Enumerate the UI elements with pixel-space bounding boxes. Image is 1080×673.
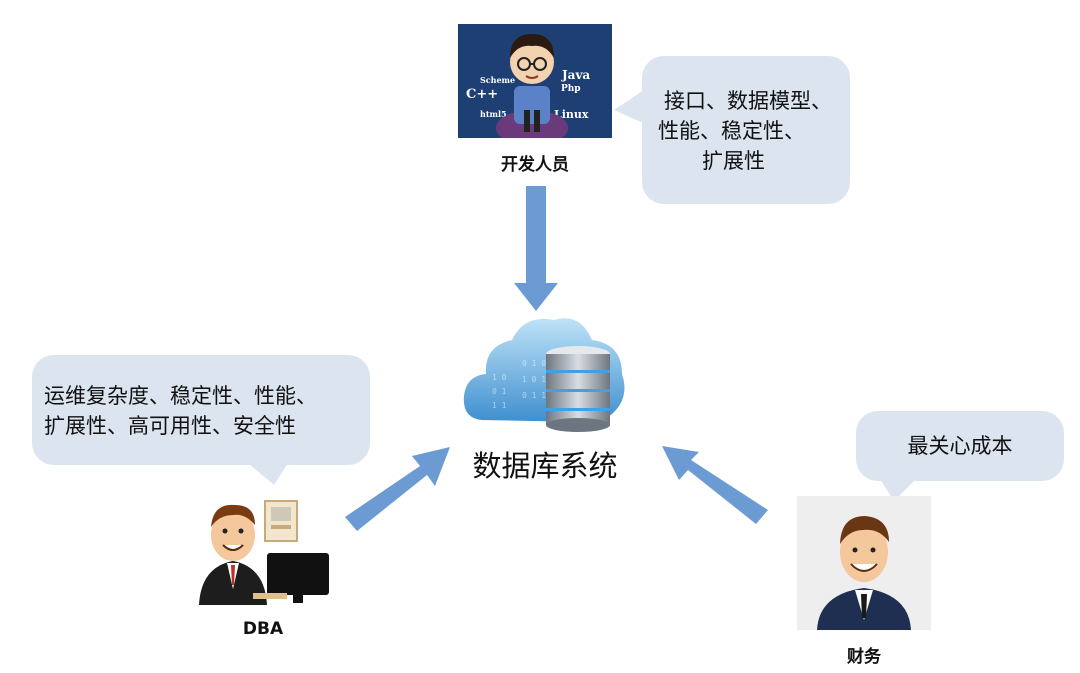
finance-photo (797, 496, 931, 630)
photo-word-scheme: Scheme (480, 75, 516, 85)
developer-caption: 开发人员 (501, 155, 569, 175)
developer-concern-line-2: 性能、稳定性、 (658, 119, 805, 143)
developer-cartoon (496, 34, 568, 138)
svg-text:0 1 1: 0 1 1 (522, 391, 546, 400)
developer-concern-line-3: 扩展性 (702, 149, 765, 173)
dba-concern-line-2: 扩展性、高可用性、安全性 (44, 414, 296, 438)
svg-text:1 0 1: 1 0 1 (522, 375, 546, 384)
photo-word-html5: html5 (480, 109, 507, 119)
database-cloud-icon: 1 0 0 1 1 1 0 1 0 1 0 1 0 1 1 (463, 318, 625, 432)
finance-concerns-bubble: 最关心成本 (856, 411, 1064, 481)
photo-word-java: Java (562, 68, 591, 82)
finance-bubble-tail (880, 479, 916, 501)
svg-text:1 1: 1 1 (492, 401, 507, 410)
photo-word-php: Php (561, 84, 581, 94)
finance-caption: 财务 (847, 647, 881, 667)
dba-photo (193, 497, 333, 605)
developer-photo: Scheme C++ html5 Java Php Linux (458, 24, 612, 138)
svg-text:0 1 0: 0 1 0 (522, 359, 546, 368)
arrow-developer-to-db (514, 186, 558, 311)
database-system-title: 数据库系统 (472, 449, 618, 483)
dba-caption: DBA (242, 619, 284, 639)
developer-concerns-bubble: 接口、数据模型、 性能、稳定性、 扩展性 (642, 56, 850, 204)
developer-concern-line-1: 接口、数据模型、 (664, 89, 832, 113)
arrow-finance-to-db (662, 446, 768, 524)
arrow-dba-to-db (345, 447, 450, 531)
photo-word-cpp: C++ (466, 87, 499, 102)
svg-text:1 0: 1 0 (492, 373, 507, 382)
finance-concern-line-1: 最关心成本 (907, 434, 1013, 458)
dba-cartoon (199, 500, 329, 605)
dba-bubble-tail (248, 463, 288, 485)
dba-concern-line-1: 运维复杂度、稳定性、性能、 (44, 384, 317, 408)
developer-bubble-tail (614, 86, 650, 126)
svg-text:0 1: 0 1 (492, 387, 507, 396)
dba-concerns-bubble: 运维复杂度、稳定性、性能、 扩展性、高可用性、安全性 (32, 355, 370, 465)
finance-cartoon (817, 516, 911, 630)
photo-word-linux: Linux (554, 108, 589, 121)
